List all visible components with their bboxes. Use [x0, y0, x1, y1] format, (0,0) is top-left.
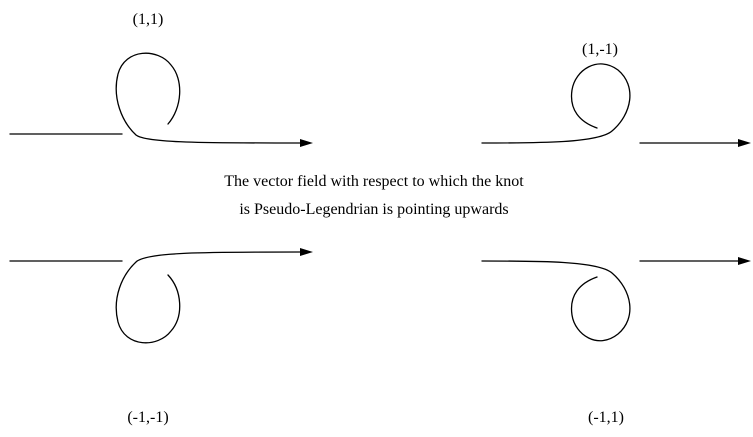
panel-label-bottom-right: (-1,1)	[588, 409, 624, 426]
kink-loop	[115, 52, 301, 144]
panel-top-left: (1,1)	[9, 11, 313, 147]
kink-loop	[481, 63, 631, 144]
arrow-head	[300, 248, 313, 256]
arrow-head	[738, 139, 751, 147]
kink-loop	[115, 251, 301, 344]
caption-line-1: The vector field with respect to which t…	[224, 173, 524, 190]
panel-bottom-right: (-1,1)	[481, 257, 751, 426]
arrow-head	[738, 257, 751, 265]
panel-label-bottom-left: (-1,-1)	[127, 409, 168, 426]
caption-line-2: is Pseudo-Legendrian is pointing upwards	[239, 201, 508, 218]
arrow-head	[300, 139, 313, 147]
panel-label-top-left: (1,1)	[133, 11, 164, 28]
kink-loop	[481, 260, 631, 342]
panel-label-top-right: (1,-1)	[582, 41, 618, 58]
panel-bottom-left: (-1,-1)	[9, 248, 313, 426]
caption: The vector field with respect to which t…	[224, 173, 524, 218]
panel-top-right: (1,-1)	[481, 41, 751, 147]
